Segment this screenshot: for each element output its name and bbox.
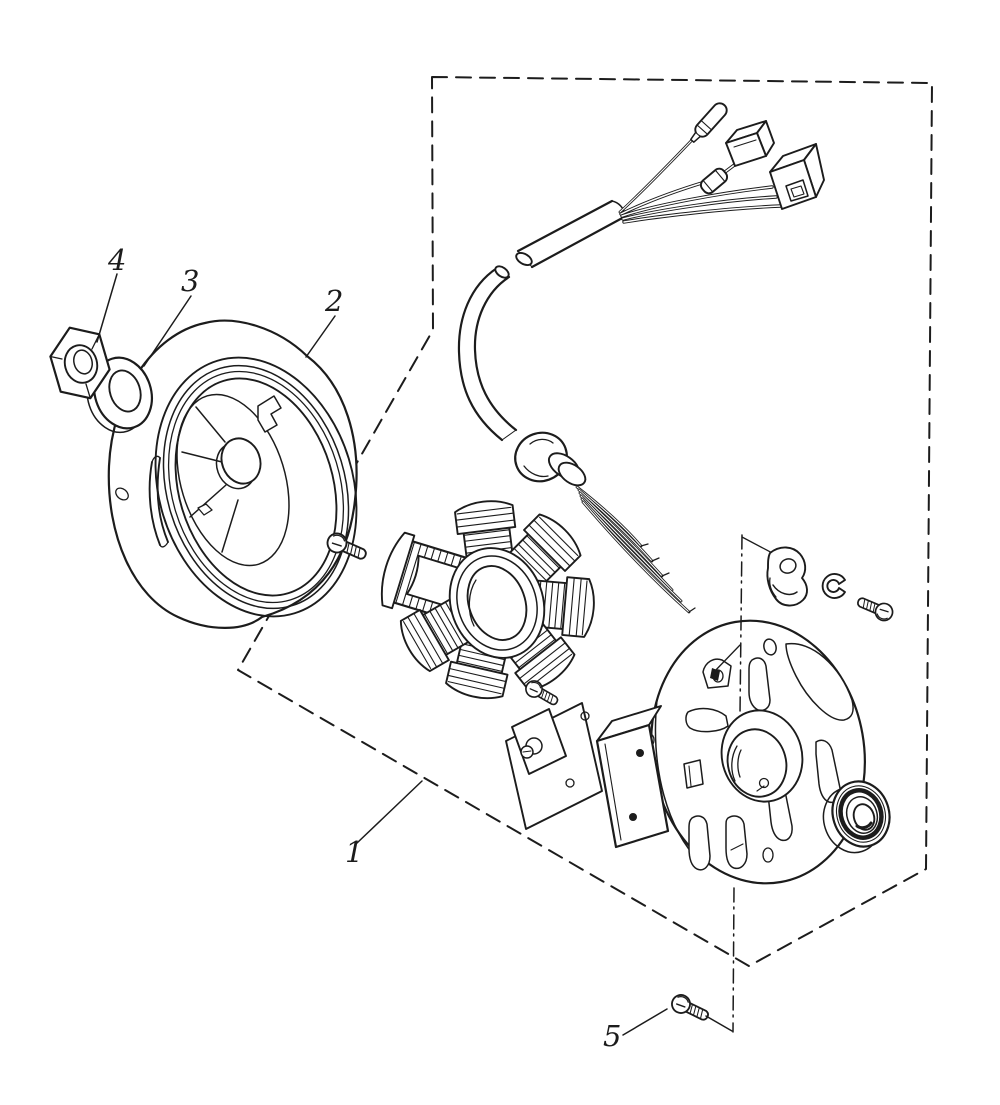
callout-5: 5 <box>603 1019 621 1053</box>
assembly-boundary <box>237 76 933 967</box>
pickup-coil-unit <box>505 702 603 830</box>
callout-1: 1 <box>345 835 363 869</box>
connector-4pin <box>769 143 825 210</box>
leader-line-3 <box>143 295 192 367</box>
leader-line-4 <box>96 273 118 343</box>
bullet-connector <box>690 102 728 143</box>
wiring-harness <box>457 102 825 614</box>
leader-line-2 <box>305 315 336 358</box>
harness-tube <box>457 265 518 442</box>
stator-coil-assembly <box>380 497 598 704</box>
callouts: 1 2 3 4 5 <box>96 243 733 1053</box>
inline-ferrule <box>699 167 729 195</box>
connector-2pin <box>725 120 775 167</box>
oil-seal <box>822 780 891 854</box>
flywheel-hub <box>215 437 262 490</box>
leader-line-1 <box>356 780 423 844</box>
rotor-washer <box>86 356 153 434</box>
plate-hub <box>720 709 804 803</box>
harness-grommet <box>514 431 587 487</box>
ignition-coil-block <box>595 705 670 849</box>
wire-clamp <box>766 546 808 607</box>
harness-wires <box>618 138 783 224</box>
stator-lead-wires <box>575 485 696 614</box>
callout-3: 3 <box>181 264 199 298</box>
plate-cutouts <box>683 642 854 871</box>
plate-clamp-tab <box>702 658 732 689</box>
callout-4: 4 <box>107 243 126 277</box>
flywheel-spokes <box>181 406 239 553</box>
base-plate-screw <box>668 991 713 1026</box>
clamp-screw <box>854 592 897 625</box>
flywheel-keyway <box>257 395 282 433</box>
stator-base-plate <box>645 619 866 885</box>
harness-sheath <box>515 199 628 269</box>
callout-2: 2 <box>324 284 343 318</box>
e-clip <box>821 573 846 599</box>
stator-center-ring <box>448 547 546 659</box>
leader-line-5 <box>622 1008 733 1036</box>
flywheel-vent-slot <box>115 455 169 548</box>
flywheel-rotor <box>107 319 358 629</box>
